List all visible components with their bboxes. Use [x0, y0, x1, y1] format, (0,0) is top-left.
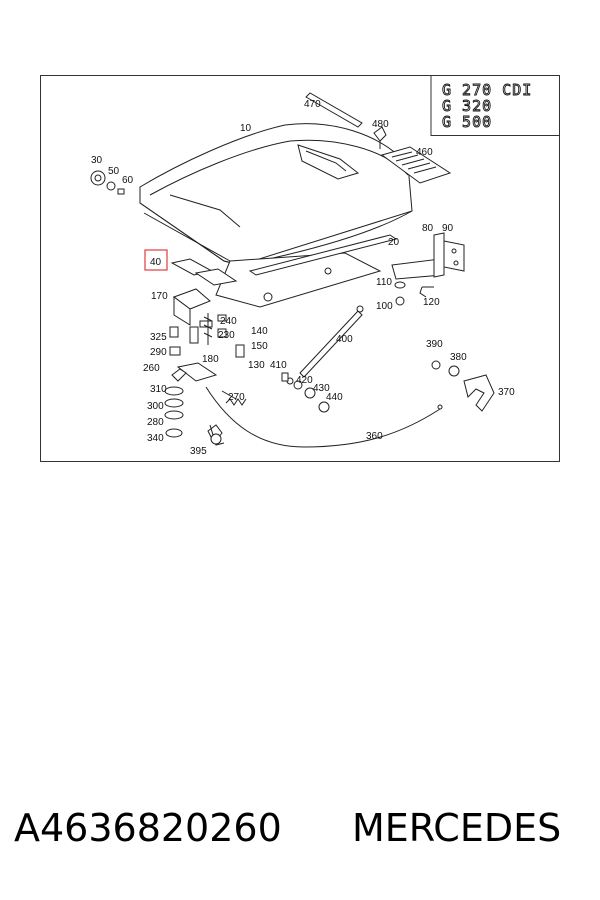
- callout-325: 325: [150, 332, 167, 343]
- hood-liner: [170, 234, 398, 308]
- callout-30: 30: [91, 155, 103, 166]
- callout-400: 400: [336, 334, 353, 345]
- callout-80: 80: [422, 223, 434, 234]
- release-handle-370: [431, 360, 495, 412]
- callout-410: 410: [270, 360, 287, 371]
- diagram-frame: G 270 CDI G 320 G 500: [40, 75, 560, 462]
- spring-270: [225, 398, 247, 406]
- badge-g270cdi: G 270 CDI: [442, 81, 532, 99]
- badge-g500: G 500: [442, 113, 492, 131]
- callout-40: 40: [150, 257, 162, 268]
- brand-name: MERCEDES: [352, 806, 562, 850]
- callout-310: 310: [150, 384, 167, 395]
- release-cable-360: [205, 386, 443, 448]
- callout-395: 395: [190, 446, 207, 457]
- callout-90: 90: [442, 223, 454, 234]
- exploded-parts-diagram: G 270 CDI G 320 G 500: [40, 75, 560, 462]
- callout-180: 180: [202, 354, 219, 365]
- callout-480: 480: [372, 119, 389, 130]
- callout-440: 440: [326, 392, 343, 403]
- callout-240: 240: [220, 316, 237, 327]
- callout-270: 270: [228, 392, 245, 403]
- part-number: A4636820260: [14, 806, 282, 850]
- callout-110: 110: [376, 277, 392, 288]
- callout-100: 100: [376, 301, 393, 312]
- fasteners-410-440: [281, 372, 330, 413]
- callout-460: 460: [416, 147, 433, 158]
- callout-280: 280: [147, 417, 164, 428]
- trim-strip-470: [305, 92, 363, 128]
- latch-assembly: [164, 288, 245, 444]
- highlight-box-40: [144, 249, 168, 271]
- callout-370: 370: [498, 387, 515, 398]
- callout-130: 130: [248, 360, 265, 371]
- callout-430: 430: [313, 383, 330, 394]
- callout-140: 140: [251, 326, 268, 337]
- clip-480: [373, 126, 387, 149]
- callout-150: 150: [251, 341, 268, 352]
- callout-380: 380: [450, 352, 467, 363]
- callout-170: 170: [151, 291, 168, 302]
- callout-390: 390: [426, 339, 443, 350]
- callout-60: 60: [122, 175, 134, 186]
- hood-panel: [139, 123, 413, 266]
- callout-260: 260: [143, 363, 160, 374]
- callout-300: 300: [147, 401, 164, 412]
- badge-g320: G 320: [442, 97, 492, 115]
- callout-290: 290: [150, 347, 167, 358]
- grille-460: [380, 146, 452, 184]
- model-badge-box: G 270 CDI G 320 G 500: [430, 75, 560, 136]
- callout-120: 120: [423, 297, 440, 308]
- callout-20: 20: [388, 237, 400, 248]
- hinge-80-90: [391, 232, 465, 280]
- callout-50: 50: [108, 166, 120, 177]
- callout-340: 340: [147, 433, 164, 444]
- bolts-100-110-120: [394, 281, 434, 306]
- caption: A4636820260 MERCEDES: [14, 806, 594, 862]
- bushing-30: [90, 170, 125, 195]
- callout-470: 470: [304, 99, 321, 110]
- callout-10: 10: [240, 123, 252, 134]
- callout-230: 230: [218, 330, 235, 341]
- callout-420: 420: [296, 375, 313, 386]
- callout-360: 360: [366, 431, 383, 442]
